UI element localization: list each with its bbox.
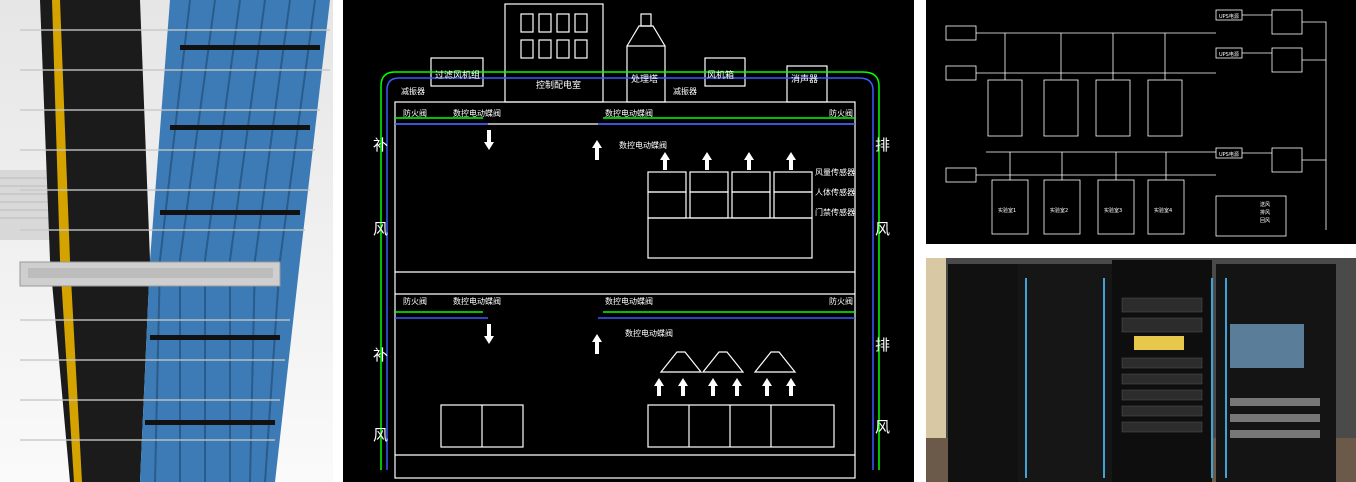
damper-left-label: 减振器: [401, 86, 425, 96]
exhaust-label-4: 风: [875, 418, 890, 436]
lab-4-label: 实验室4: [1154, 207, 1172, 214]
ventilation-cad-diagram: 过滤风机组 控制配电室 处理塔 风机箱 消声器 减振器 减振器 防火阀 数控电动…: [343, 0, 914, 482]
body-sensor-label: 人体传感器: [815, 187, 855, 197]
exhaust-label-2: 风: [875, 220, 890, 238]
lab-3-label: 实验室3: [1104, 207, 1122, 214]
filter-unit-label: 过滤风机组: [435, 69, 480, 81]
ups-power-3: UPS电源: [1219, 151, 1239, 158]
exhaust-label-1: 排: [875, 136, 890, 154]
upper-fire-valve-left: 防火阀: [403, 108, 427, 118]
damper-mid-label: 减振器: [673, 86, 697, 96]
exhaust-label-3: 排: [875, 336, 890, 354]
legend-exhaust: 排风: [1260, 209, 1270, 216]
lower-motor-valve-c: 数控电动蝶阀: [625, 328, 673, 338]
upper-fire-valve-right: 防火阀: [829, 108, 853, 118]
silencer-label: 消声器: [791, 73, 818, 85]
control-schematic-drawing: UPS电源 UPS电源 UPS电源 实验室1 实验室2 实验室3 实验室4 送风…: [926, 0, 1356, 244]
server-rack-illustration: [926, 258, 1356, 482]
airflow-sensor-label: 风量传感器: [815, 167, 855, 177]
ups-power-2: UPS电源: [1219, 51, 1239, 58]
lower-motor-valve-a: 数控电动蝶阀: [453, 296, 501, 306]
upper-motor-valve-c: 数控电动蝶阀: [619, 140, 667, 150]
server-rack-photo: [926, 258, 1356, 482]
door-sensor-label: 门禁传感器: [815, 207, 855, 217]
lower-motor-valve-b: 数控电动蝶阀: [605, 296, 653, 306]
cable-tray-illustration: [0, 0, 333, 482]
supply-label-4: 风: [373, 426, 388, 444]
upper-motor-valve-a: 数控电动蝶阀: [453, 108, 501, 118]
ventilation-schematic: 过滤风机组 控制配电室 处理塔 风机箱 消声器 减振器 减振器 防火阀 数控电动…: [343, 0, 914, 482]
lower-fire-valve-right: 防火阀: [829, 296, 853, 306]
lab-2-label: 实验室2: [1050, 207, 1068, 214]
legend-return: 回风: [1260, 218, 1270, 224]
supply-label-2: 风: [373, 220, 388, 238]
control-schematic: UPS电源 UPS电源 UPS电源 实验室1 实验室2 实验室3 实验室4 送风…: [926, 0, 1356, 244]
lab-1-label: 实验室1: [998, 207, 1016, 214]
supply-label-1: 补: [373, 136, 388, 154]
cable-tray-photo: [0, 0, 333, 482]
upper-motor-valve-b: 数控电动蝶阀: [605, 108, 653, 118]
legend-supply: 送风: [1260, 201, 1270, 208]
treatment-tower-label: 处理塔: [631, 73, 658, 85]
supply-label-3: 补: [373, 346, 388, 364]
fan-box-label: 风机箱: [707, 69, 734, 81]
lower-fire-valve-left: 防火阀: [403, 296, 427, 306]
ups-power-1: UPS电源: [1219, 13, 1239, 20]
control-room-label: 控制配电室: [536, 79, 581, 91]
